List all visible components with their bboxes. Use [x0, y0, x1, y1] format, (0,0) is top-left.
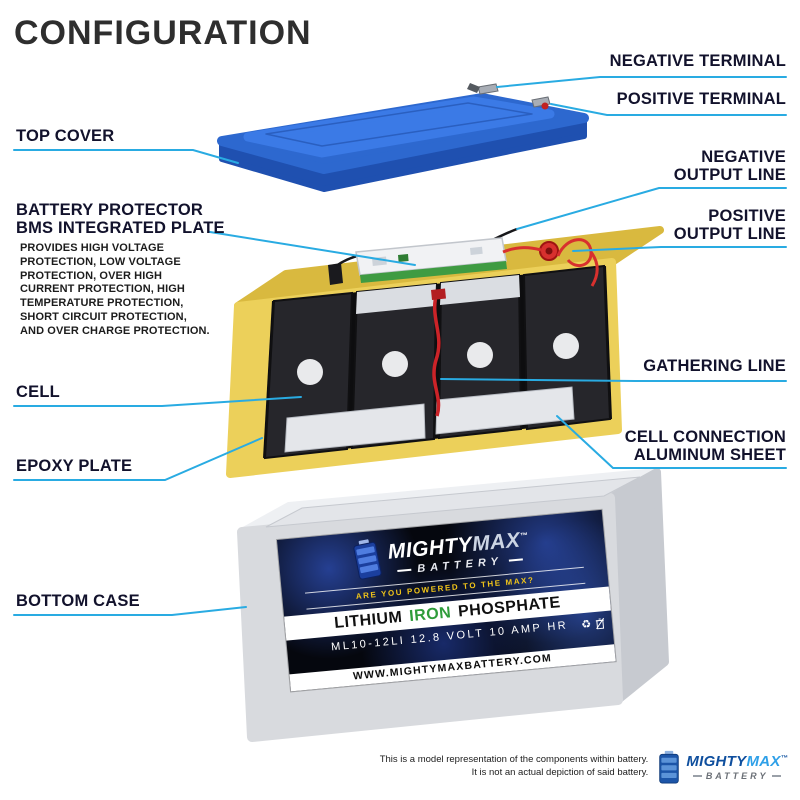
- label-bms-description: PROVIDES HIGH VOLTAGE PROTECTION, LOW VO…: [20, 242, 210, 337]
- top-cover-graphic: [217, 83, 589, 192]
- label-positive-terminal: POSITIVE TERMINAL: [616, 90, 786, 108]
- footer-disclaimer: This is a model representation of the co…: [379, 754, 649, 778]
- aluminum-sheet-right: [435, 386, 575, 435]
- brand-tm: ™: [519, 530, 529, 541]
- leader-bottom-case: [13, 606, 247, 616]
- label-model-number: ML10-12LI 12.8 VOLT 10 AMP HR ♻: [286, 610, 612, 657]
- leader-top-cover: [13, 149, 239, 164]
- label-battery-protector: BATTERY PROTECTOR BMS INTEGRATED PLATE: [16, 201, 225, 237]
- label-negative-terminal: NEGATIVE TERMINAL: [609, 52, 786, 70]
- label-negative-output-line: NEGATIVE OUTPUT LINE: [673, 148, 786, 184]
- label-bottom-case: BOTTOM CASE: [16, 592, 140, 610]
- aluminum-sheet-left: [284, 403, 426, 453]
- footer-brand-battery: BATTERY: [693, 771, 782, 781]
- label-gathering-line: GATHERING LINE: [643, 357, 786, 375]
- label-positive-output-line: POSITIVE OUTPUT LINE: [673, 207, 786, 243]
- footer: This is a model representation of the co…: [380, 750, 788, 784]
- leader-negative-output: [516, 187, 787, 230]
- gathering-wire: [432, 291, 441, 417]
- brand-max: MAX: [471, 528, 522, 556]
- label-brand-row: MIGHTYMAX™ BATTERY: [277, 510, 607, 595]
- negative-terminal-part: [477, 83, 499, 95]
- footer-brand-tm: ™: [780, 755, 788, 762]
- crossed-bin-icon: [595, 617, 605, 629]
- leader-bms: [209, 231, 416, 266]
- footer-brand-max: MAX: [746, 753, 781, 770]
- label-cell: CELL: [16, 383, 60, 401]
- battery-front-label: MIGHTYMAX™ BATTERY ARE YOU POWERED TO TH…: [277, 509, 616, 692]
- leader-cell: [13, 396, 302, 407]
- leader-gathering: [440, 378, 787, 382]
- page-title: CONFIGURATION: [14, 14, 312, 52]
- leader-cell-connection: [556, 415, 787, 469]
- cell-pack-graphic: [226, 226, 664, 478]
- battery-logo-icon: [353, 537, 383, 584]
- label-epoxy-plate: EPOXY PLATE: [16, 457, 133, 475]
- footer-brand-mighty: MIGHTY: [686, 753, 747, 770]
- leader-positive-output: [572, 246, 787, 252]
- mightymax-logo: MIGHTYMAX™ BATTERY: [658, 750, 788, 784]
- leader-negative-terminal: [496, 76, 787, 88]
- label-cell-connection: CELL CONNECTION ALUMINUM SHEET: [624, 428, 786, 464]
- leader-epoxy: [13, 437, 263, 481]
- battery-logo-icon: [659, 750, 680, 784]
- recycle-icon: ♻: [580, 618, 592, 632]
- leader-positive-terminal: [550, 103, 787, 116]
- label-top-cover: TOP COVER: [16, 127, 115, 145]
